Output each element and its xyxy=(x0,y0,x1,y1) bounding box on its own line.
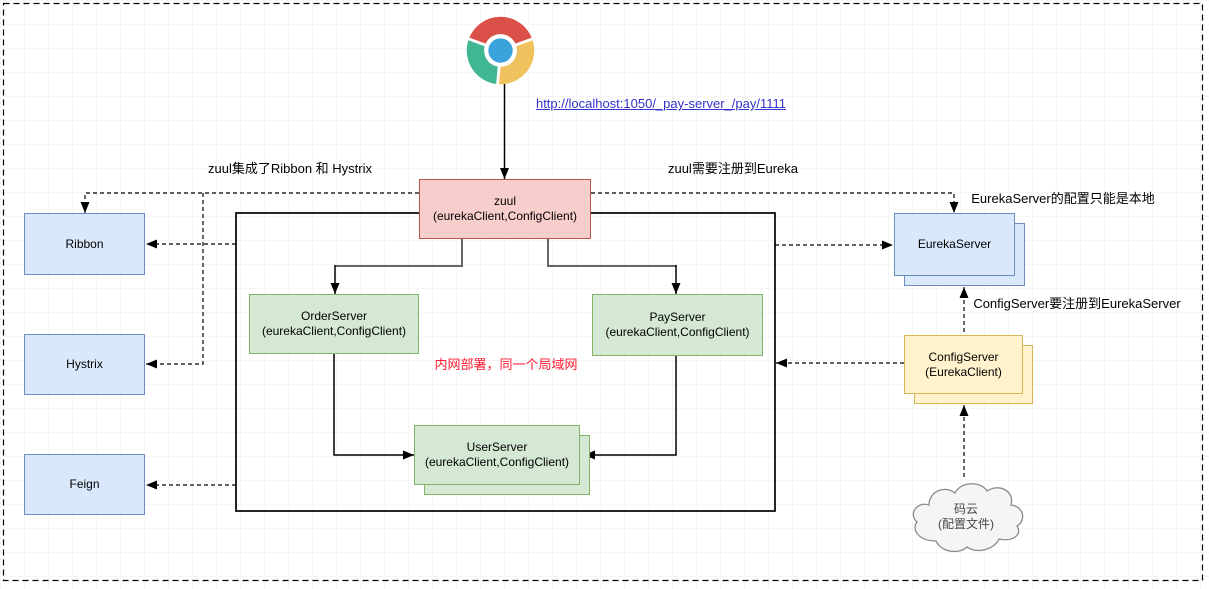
node-config-server-title: ConfigServer xyxy=(928,349,999,364)
annotation-intranet-deploy: 内网部署，同一个局域网 xyxy=(434,357,578,372)
node-git-cloud-subtitle: (配置文件) xyxy=(938,517,994,531)
connector-zuul-to-orderserver xyxy=(335,239,463,267)
node-hystrix-title: Hystrix xyxy=(66,357,103,371)
node-user-server-subtitle: (eurekaClient,ConfigClient) xyxy=(424,455,570,469)
node-order-server[interactable]: OrderServer (eurekaClient,ConfigClient) xyxy=(249,294,419,354)
chrome-icon[interactable] xyxy=(463,13,538,88)
node-user-server-title: UserServer xyxy=(466,440,528,454)
git-cloud-shape[interactable] xyxy=(906,477,1026,557)
dashed-arrow-zuul-to-ribbon xyxy=(80,192,419,213)
node-hystrix[interactable]: Hystrix xyxy=(24,334,145,395)
node-zuul-subtitle: (eurekaClient,ConfigClient) xyxy=(432,209,578,223)
node-pay-server[interactable]: PayServer (eurekaClient,ConfigClient) xyxy=(592,294,763,356)
annotation-zuul-register: zuul需要注册到Eureka xyxy=(667,161,799,176)
request-url-link[interactable]: http://localhost:1050/_pay-server_/pay/1… xyxy=(535,96,787,111)
annotation-eureka-local-config: EurekaServer的配置只能是本地 xyxy=(971,191,1155,206)
node-config-server[interactable]: ConfigServer (EurekaClient) xyxy=(904,335,1023,394)
node-feign[interactable]: Feign xyxy=(24,454,145,515)
node-feign-title: Feign xyxy=(69,477,100,491)
annotation-zuul-integrates: zuul集成了Ribbon 和 Hystrix xyxy=(208,161,372,176)
node-config-server-subtitle: (EurekaClient) xyxy=(925,364,1002,379)
cloud-outline xyxy=(912,483,1024,553)
chrome-red-segment xyxy=(468,16,533,51)
node-order-server-title: OrderServer xyxy=(300,309,368,323)
node-eureka-server-title: EurekaServer xyxy=(917,237,992,251)
node-user-server[interactable]: UserServer (eurekaClient,ConfigClient) xyxy=(414,425,580,485)
node-zuul[interactable]: zuul (eurekaClient,ConfigClient) xyxy=(419,179,591,239)
node-pay-server-title: PayServer xyxy=(649,310,706,324)
arrow-orderserver-to-userserver xyxy=(333,354,414,460)
canvas-border xyxy=(2,2,1204,582)
chrome-hub-center xyxy=(488,38,513,63)
node-git-cloud-title: 码云 xyxy=(953,502,978,516)
node-zuul-title: zuul xyxy=(493,194,516,208)
annotation-config-register: ConfigServer要注册到EurekaServer xyxy=(973,296,1181,311)
node-eureka-server[interactable]: EurekaServer xyxy=(894,213,1015,276)
arrow-payserver-to-userserver xyxy=(584,356,677,460)
connector-zuul-to-payserver xyxy=(547,239,676,267)
node-pay-server-subtitle: (eurekaClient,ConfigClient) xyxy=(605,325,750,339)
dashed-arrow-zuul-to-hystrix xyxy=(146,193,204,369)
node-git-cloud: 码云 (配置文件) xyxy=(906,477,1026,557)
dashed-arrow-zuul-to-eurekaserver xyxy=(591,192,959,213)
node-ribbon[interactable]: Ribbon xyxy=(24,213,145,275)
node-ribbon-title: Ribbon xyxy=(65,236,104,251)
node-order-server-subtitle: (eurekaClient,ConfigClient) xyxy=(261,324,407,338)
